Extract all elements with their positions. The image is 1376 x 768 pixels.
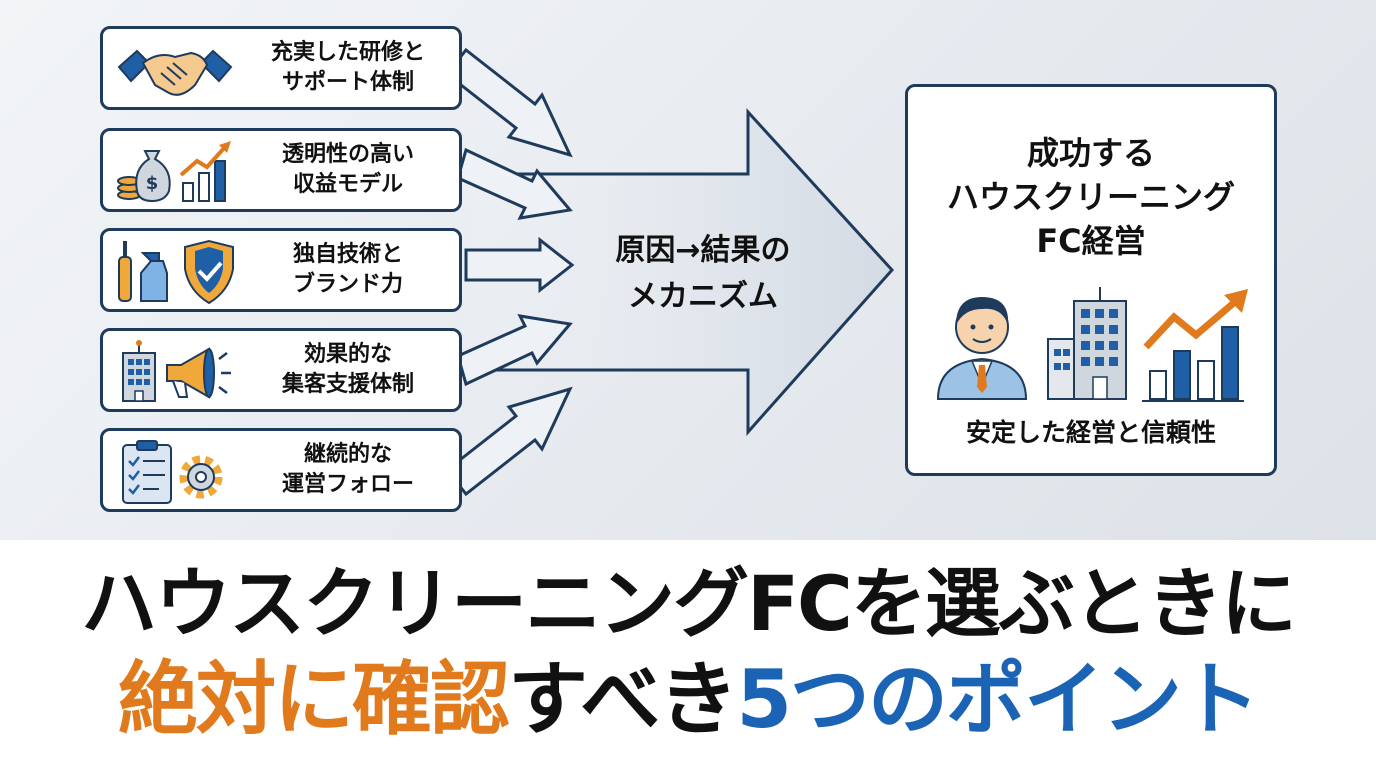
cause-arrow-3	[464, 236, 575, 294]
cause-box-technology-brand: 独自技術と ブランド力	[100, 228, 462, 312]
cause-box-customer-acquisition: 効果的な 集客支援体制	[100, 328, 462, 412]
cause-line2: 運営フォロー	[281, 472, 414, 497]
headline-emphasis-orange: 絶対に確認	[117, 653, 510, 746]
checklist-gear-icon	[122, 440, 223, 504]
result-title-line3: FC経営	[1036, 222, 1146, 260]
result-title: 成功する ハウスクリーニング FC経営	[908, 131, 1274, 263]
cause-line2: 収益モデル	[292, 172, 403, 197]
cause-box-revenue-model: $ 透明性の高い 収益モデル	[100, 128, 462, 212]
big-arrow	[470, 108, 895, 436]
cause-arrow-4	[456, 314, 573, 387]
building-megaphone-icon	[122, 340, 231, 402]
cause-arrow-2	[456, 147, 573, 220]
cause-line1: 独自技術と	[292, 242, 403, 267]
mechanism-line1: 原因→結果の	[615, 233, 791, 268]
growth-chart-icon	[1142, 289, 1248, 402]
cause-box-operations-followup: 継続的な 運営フォロー	[100, 428, 462, 512]
headline-line2: 絶対に確認すべき5つのポイント	[0, 660, 1376, 740]
cause-line1: 充実した研修と	[270, 40, 425, 65]
office-building-icon	[1047, 287, 1127, 400]
cause-line2: サポート体制	[281, 70, 414, 95]
headline-emphasis-blue: 5つのポイント	[736, 653, 1260, 746]
result-illustration	[936, 287, 1248, 402]
result-title-line1: 成功する	[1026, 134, 1155, 172]
arrows-layer	[444, 47, 895, 497]
cleaning-tools-shield-icon	[118, 239, 234, 305]
headline-line1: ハウスクリーニングFCを選ぶときに	[81, 559, 1297, 648]
cause-arrow-5	[444, 386, 573, 497]
mechanism-line2: メカニズム	[628, 279, 778, 314]
headline-middle: すべき	[507, 653, 738, 746]
businessman-icon	[936, 297, 1028, 400]
cause-box-training-support: 充実した研修と サポート体制	[100, 26, 462, 110]
cause-line1: 継続的な	[303, 442, 392, 467]
cause-line1: 効果的な	[303, 342, 392, 367]
mechanism-label: 原因→結果の メカニズム	[578, 228, 828, 320]
svg-text:$: $	[146, 173, 159, 194]
cause-line2: 集客支援体制	[281, 372, 414, 397]
handshake-icon	[117, 49, 233, 96]
cause-line1: 透明性の高い	[281, 142, 414, 167]
result-caption: 安定した経営と信頼性	[965, 418, 1216, 447]
result-title-line2: ハウスクリーニング	[946, 178, 1235, 216]
result-box: 成功する ハウスクリーニング FC経営	[905, 84, 1277, 476]
cause-line2: ブランド力	[292, 272, 403, 297]
cause-arrow-1	[444, 47, 573, 158]
money-bag-growth-chart-icon: $	[117, 141, 231, 203]
